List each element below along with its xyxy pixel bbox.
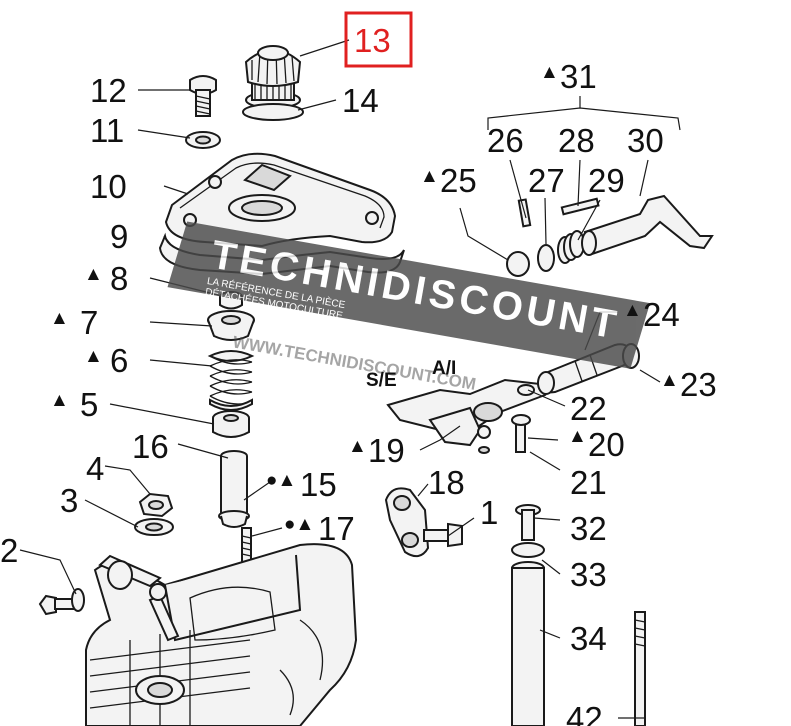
callout-19[interactable]: 19 xyxy=(368,432,405,469)
triangle-mark-24: ▲ xyxy=(623,300,642,321)
callout-34[interactable]: 34 xyxy=(570,620,607,657)
callout-7[interactable]: 7 xyxy=(80,304,98,341)
decompression-seal-25-part[interactable] xyxy=(506,251,530,277)
dot-triangle-mark-17: ●▲ xyxy=(284,514,314,535)
callout-22[interactable]: 22 xyxy=(570,390,607,427)
watermark-band xyxy=(167,221,651,369)
dot-triangle-mark-15: ●▲ xyxy=(266,470,296,491)
callout-9[interactable]: 9 xyxy=(110,218,128,255)
valve-stem-seal-part[interactable] xyxy=(212,410,250,438)
valve-guide-part[interactable] xyxy=(218,450,250,528)
cover-bolt-part[interactable] xyxy=(189,75,217,117)
valve-spring-part[interactable] xyxy=(207,350,255,411)
callout-11[interactable]: 11 xyxy=(90,112,124,149)
callout-30[interactable]: 30 xyxy=(627,122,664,159)
pushrod-tube-34-part[interactable] xyxy=(511,561,545,726)
hex-nut-part[interactable] xyxy=(138,492,174,518)
stud-42-part[interactable] xyxy=(634,611,646,726)
triangle-mark-8: ▲ xyxy=(84,264,103,285)
callout-42[interactable]: 42 xyxy=(566,700,603,726)
callout-21[interactable]: 21 xyxy=(570,464,607,501)
triangle-mark-5: ▲ xyxy=(50,390,69,411)
watermark: TECHNIDISCOUNT LA RÉFÉRENCE DE LA PIÈCE … xyxy=(167,221,651,394)
callout-5[interactable]: 5 xyxy=(80,386,98,423)
callout-6[interactable]: 6 xyxy=(110,342,128,379)
triangle-mark-6: ▲ xyxy=(84,346,103,367)
callout-32[interactable]: 32 xyxy=(570,510,607,547)
callout-17[interactable]: 17 xyxy=(318,510,355,547)
triangle-mark-31: ▲ xyxy=(540,62,559,83)
spring-29-part[interactable] xyxy=(557,230,585,264)
oil-filler-cap-part[interactable] xyxy=(244,45,302,109)
washer-27-part[interactable] xyxy=(537,244,555,272)
triangle-mark-20: ▲ xyxy=(568,426,587,447)
triangle-mark-7: ▲ xyxy=(50,308,69,329)
triangle-mark-19: ▲ xyxy=(348,436,367,457)
callout-18[interactable]: 18 xyxy=(428,464,465,501)
callout-10[interactable]: 10 xyxy=(90,168,127,205)
callout-33[interactable]: 33 xyxy=(570,556,607,593)
callout-31[interactable]: 31 xyxy=(560,58,597,95)
callout-1[interactable]: 1 xyxy=(480,494,498,531)
callout-28[interactable]: 28 xyxy=(558,122,595,159)
callout-23[interactable]: 23 xyxy=(680,366,717,403)
callout-27[interactable]: 27 xyxy=(528,162,565,199)
triangle-mark-25: ▲ xyxy=(420,166,439,187)
cover-washer-part[interactable] xyxy=(185,131,221,149)
decompression-lever-30-part[interactable] xyxy=(581,194,714,256)
callout-24[interactable]: 24 xyxy=(643,296,680,333)
callout-25[interactable]: 25 xyxy=(440,162,477,199)
highlight-box-13 xyxy=(344,11,413,68)
callout-2[interactable]: 2 xyxy=(0,532,18,569)
nut-washer-part[interactable] xyxy=(134,518,174,536)
rocker-cover-part[interactable] xyxy=(164,152,397,248)
ai-label: A/I xyxy=(432,358,456,379)
spring-retainer-part[interactable] xyxy=(207,310,255,341)
filler-cap-seal-part[interactable] xyxy=(242,103,304,121)
triangle-mark-23: ▲ xyxy=(660,370,679,391)
rocker-arm-assembly-part[interactable] xyxy=(386,378,547,454)
callout-labels: 13 12 11 10 9 ▲ 8 ▲ 7 ▲ 6 ▲ 5 4 3 2 16 ●… xyxy=(0,11,717,726)
se-label: S/E xyxy=(366,370,397,391)
callout-14[interactable]: 14 xyxy=(342,82,379,119)
callout-16[interactable]: 16 xyxy=(132,428,169,465)
callout-13[interactable]: 13 xyxy=(354,22,391,59)
flange-bolt-part[interactable] xyxy=(38,588,85,616)
callout-26[interactable]: 26 xyxy=(487,122,524,159)
callout-8[interactable]: 8 xyxy=(110,260,128,297)
pin-28-part[interactable] xyxy=(560,197,600,216)
callout-29[interactable]: 29 xyxy=(588,162,625,199)
callout-15[interactable]: 15 xyxy=(300,466,337,503)
seal-ring-33-part[interactable] xyxy=(511,542,545,558)
callout-20[interactable]: 20 xyxy=(588,426,625,463)
callout-4[interactable]: 4 xyxy=(86,450,104,487)
callout-12[interactable]: 12 xyxy=(90,72,127,109)
cylinder-head-part[interactable] xyxy=(85,543,358,726)
breather-plate-part[interactable] xyxy=(384,487,463,558)
callout-3[interactable]: 3 xyxy=(60,482,78,519)
pushrod-top-32-part[interactable] xyxy=(515,504,541,541)
